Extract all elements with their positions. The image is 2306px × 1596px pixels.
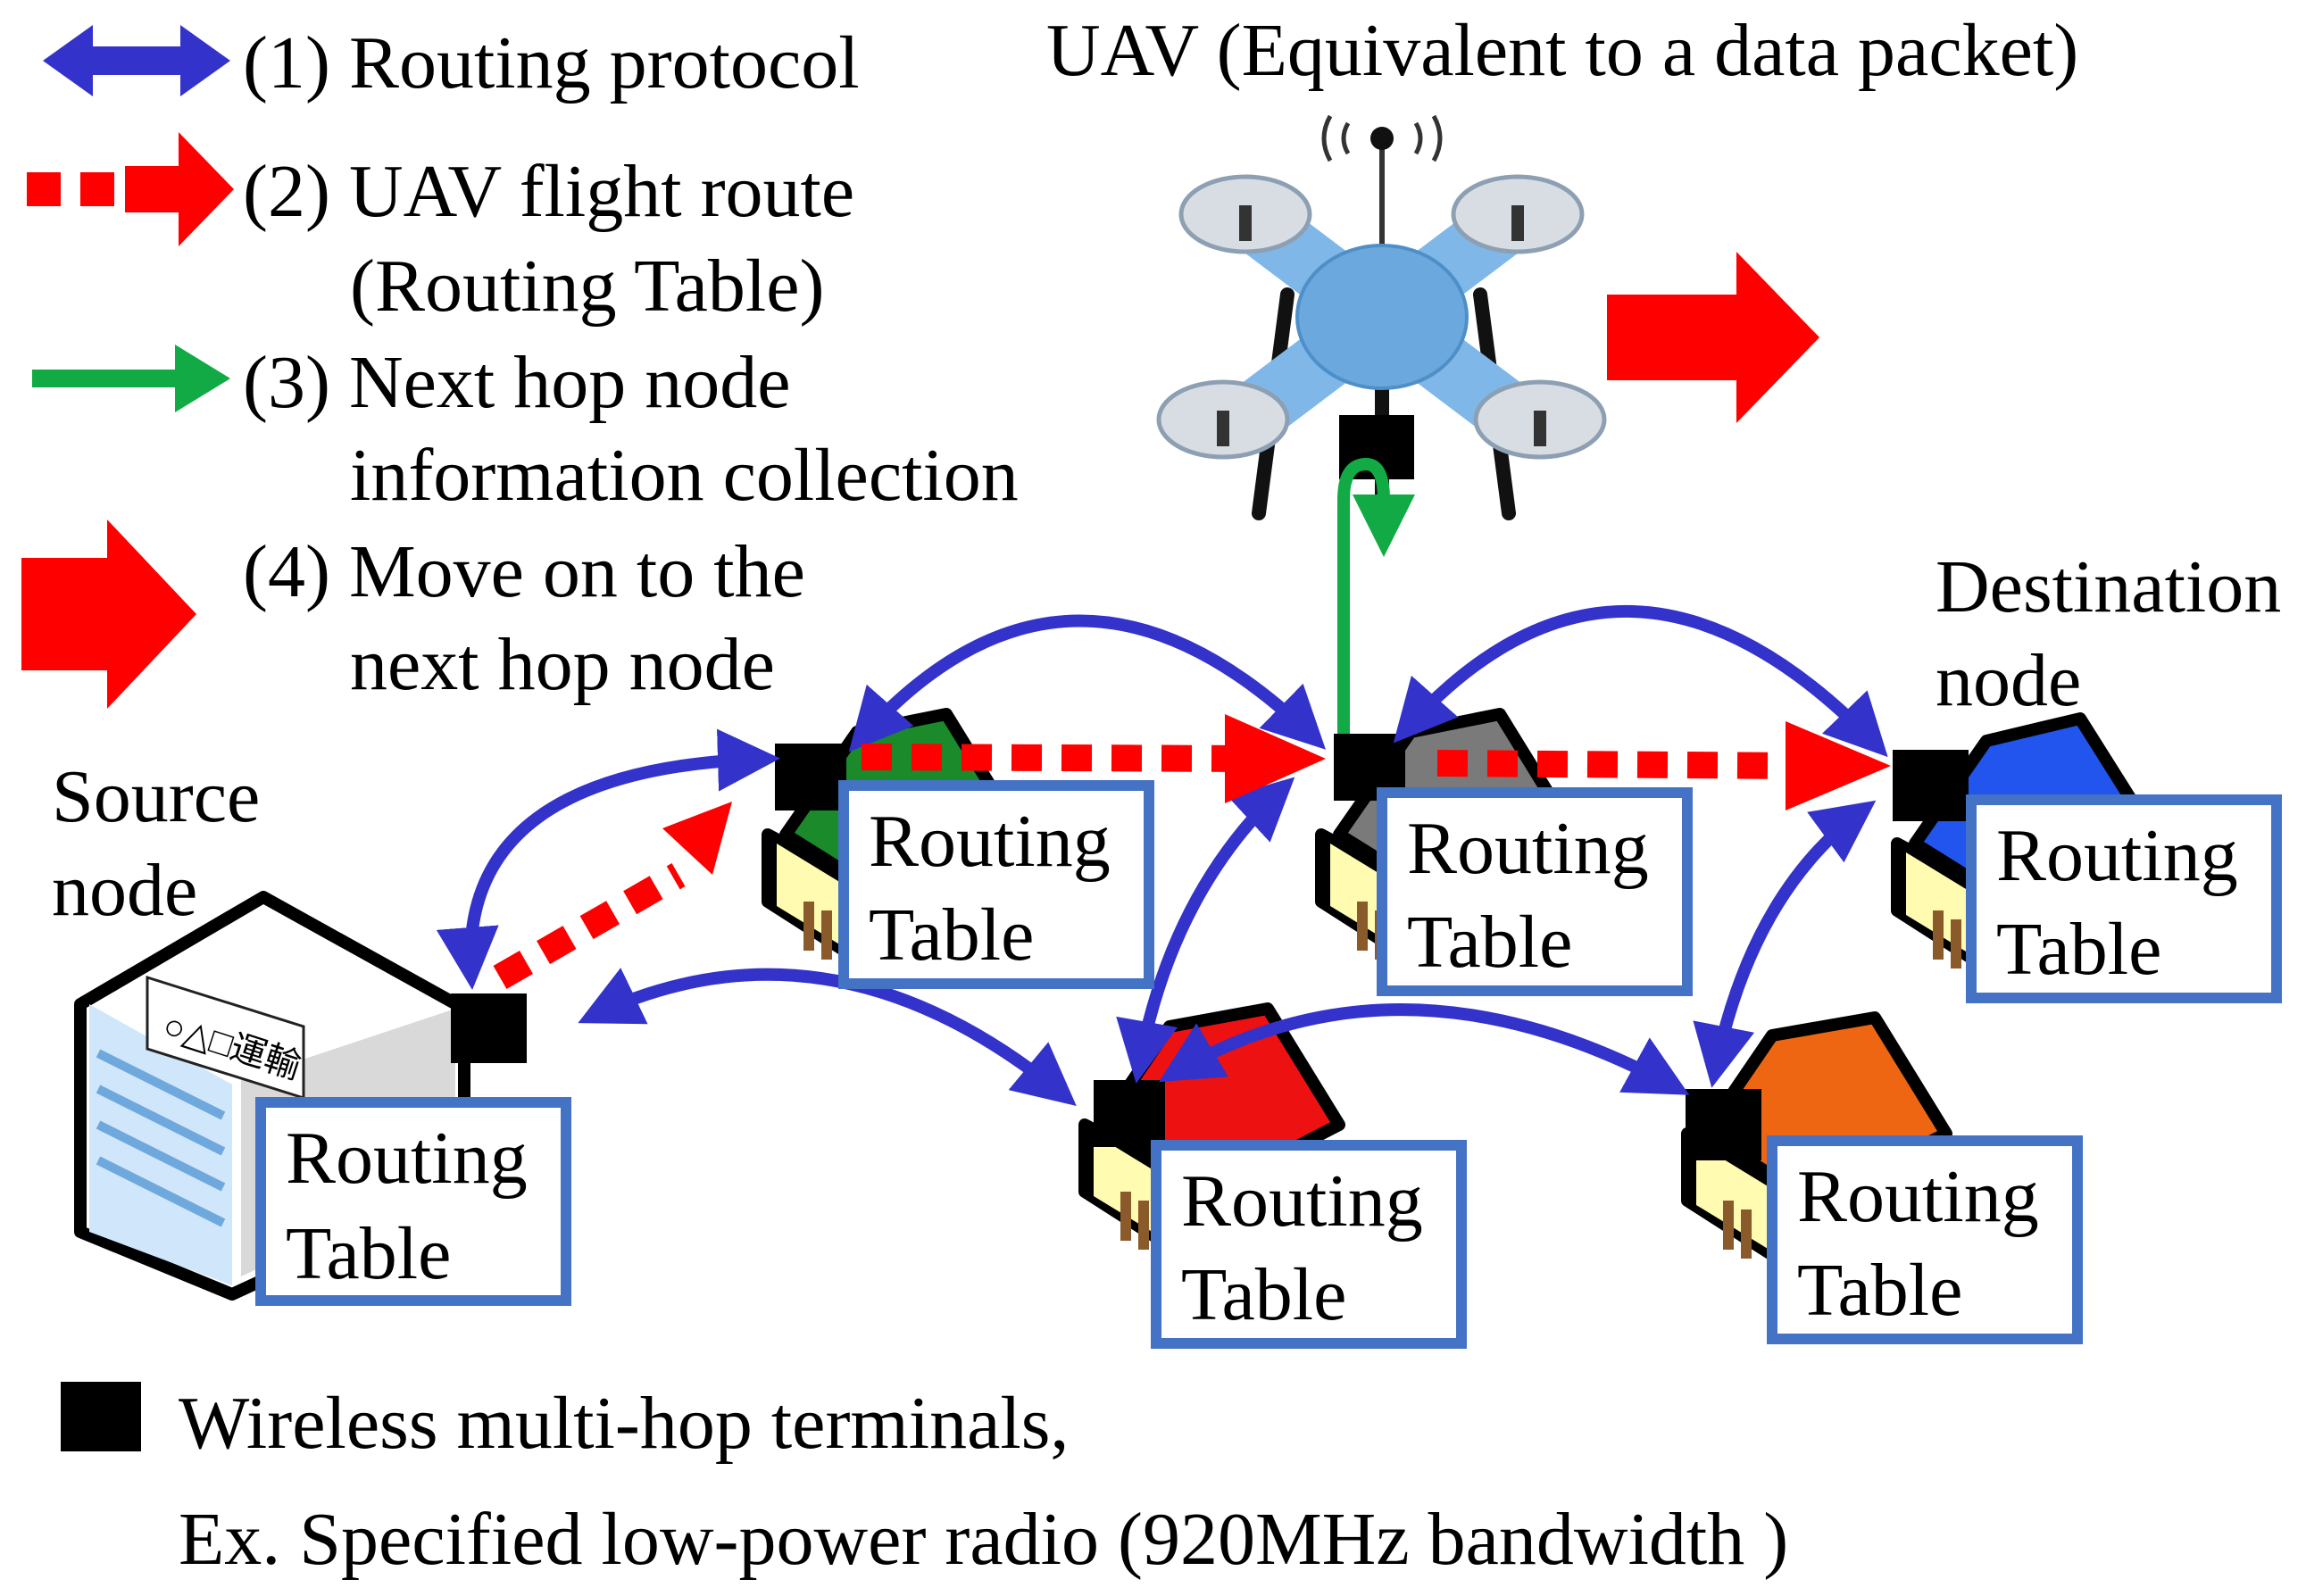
legend-next-hop-info-sub: information collection <box>350 434 1019 517</box>
destination-node-label-2: node <box>1936 639 2081 722</box>
routing-table-d-line2: Table <box>1181 1253 1346 1336</box>
legend-move-next-hop: (4) Move on to the <box>243 530 805 613</box>
destination-node-label: Destination <box>1936 545 2281 628</box>
relay-terminal-a <box>775 744 846 810</box>
routing-protocol-legend-icon <box>43 25 230 96</box>
routing-table-node-a: Routing Table <box>838 780 1154 989</box>
footer-radio: Ex. Specified low-power radio (920MHz ba… <box>179 1498 1788 1581</box>
routing-table-source-line2: Table <box>286 1212 451 1295</box>
move-direction-arrow <box>1607 252 1819 423</box>
routing-table-e-line2: Table <box>1797 1249 1962 1332</box>
relay-terminal-e <box>1686 1089 1761 1160</box>
flight-route-legend-icon <box>27 132 234 246</box>
legend-routing-protocol: (1) Routing protocol <box>243 21 860 104</box>
routing-table-e-line1: Routing <box>1797 1155 2039 1238</box>
routing-table-source: Routing Table <box>255 1097 571 1306</box>
routing-protocol-arrows <box>436 604 1888 1106</box>
routing-table-destination-line2: Table <box>1996 908 2161 991</box>
terminal-legend-icon <box>61 1382 141 1451</box>
uav-title: UAV (Equivalent to a data packet) <box>1046 9 2078 92</box>
routing-table-a-line1: Routing <box>869 800 1111 883</box>
info-collection-arrow <box>1337 457 1415 745</box>
routing-table-a-line2: Table <box>869 894 1034 977</box>
uav-drone-icon <box>1156 114 1607 520</box>
routing-table-d-line1: Routing <box>1181 1160 1423 1243</box>
routing-table-destination-line1: Routing <box>1996 814 2238 897</box>
routing-table-destination: Routing Table <box>1966 794 2282 1003</box>
routing-table-node-d: Routing Table <box>1151 1140 1467 1349</box>
routing-table-source-line1: Routing <box>286 1117 528 1200</box>
legend-next-hop-info: (3) Next hop node <box>243 341 791 424</box>
legend-flight-route: (2) UAV flight route <box>243 150 854 233</box>
move-next-hop-legend-icon <box>21 520 196 709</box>
source-node-label: Source <box>52 755 260 838</box>
uav-flight-route <box>493 714 1891 990</box>
source-terminal <box>451 993 527 1063</box>
destination-terminal <box>1893 750 1969 821</box>
legend-flight-route-sub: (Routing Table) <box>350 245 824 328</box>
source-node-label-2: node <box>52 849 197 932</box>
relay-terminal-d <box>1094 1080 1165 1147</box>
routing-table-b-line2: Table <box>1407 901 1572 984</box>
info-collection-legend-icon <box>32 345 230 412</box>
legend: (1) Routing protocol (2) UAV flight rout… <box>21 21 1019 709</box>
routing-table-node-e: Routing Table <box>1767 1135 2083 1344</box>
legend-move-next-hop-sub: next hop node <box>350 623 775 706</box>
routing-table-b-line1: Routing <box>1407 807 1649 890</box>
routing-table-node-b: Routing Table <box>1377 787 1693 996</box>
footer-terminals: Wireless multi-hop terminals, <box>179 1382 1069 1465</box>
